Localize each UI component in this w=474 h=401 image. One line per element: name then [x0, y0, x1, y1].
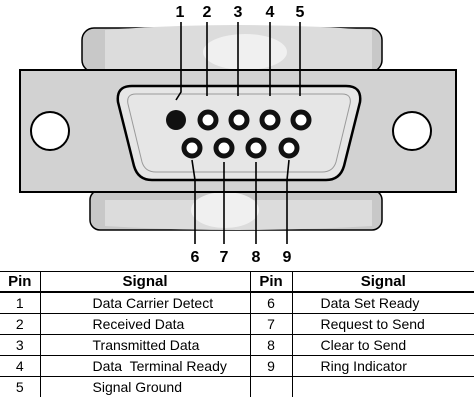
pin-number-cell: 3 — [0, 334, 41, 356]
mounting-hole-right — [392, 111, 432, 151]
pin-number-cell: 5 — [0, 376, 41, 397]
pin-label-9: 9 — [283, 249, 292, 266]
table-row: 1 Data Carrier Detect 6 Data Set Ready — [0, 291, 474, 314]
pin-label-4: 4 — [266, 4, 275, 21]
signal-name-cell: Data Carrier Detect — [39, 291, 251, 314]
pin-number-cell: 1 — [0, 291, 41, 314]
connector-d-shell — [116, 84, 362, 182]
pin-6 — [181, 137, 203, 159]
pin-3 — [228, 109, 250, 131]
pin-number-cell: 6 — [249, 291, 293, 314]
pin-label-2: 2 — [203, 4, 212, 21]
signal-name-cell: Clear to Send — [291, 334, 474, 356]
pin-label-6: 6 — [191, 249, 200, 266]
connector-backshell-top — [81, 25, 383, 73]
pin-labels-bottom: 6 7 8 9 — [191, 249, 292, 266]
pin-label-7: 7 — [220, 249, 229, 266]
signal-name-cell: Request to Send — [291, 313, 474, 335]
signal-name-cell: Signal Ground — [39, 376, 251, 397]
signal-name-cell: Transmitted Data — [39, 334, 251, 356]
pin-number-cell: 7 — [249, 313, 293, 335]
pin-2 — [197, 109, 219, 131]
pin-number-cell: 2 — [0, 313, 41, 335]
header-signal-left: Signal — [39, 271, 251, 293]
pin-4 — [259, 109, 281, 131]
pin-number-cell: 8 — [249, 334, 293, 356]
signal-name-cell: Data Set Ready — [291, 291, 474, 314]
pin-5 — [290, 109, 312, 131]
db9-connector-diagram: 1 2 3 4 5 6 7 8 9 — [19, 4, 457, 266]
pin-number-cell — [249, 376, 293, 397]
header-pin-right: Pin — [249, 271, 293, 293]
pin-label-3: 3 — [234, 4, 243, 21]
pin-1 — [166, 110, 186, 130]
pin-signal-table: Pin Signal Pin Signal 1 Data Carrier Det… — [0, 271, 474, 397]
header-signal-right: Signal — [291, 271, 474, 293]
pin-label-1: 1 — [176, 4, 185, 21]
table-header-row: Pin Signal Pin Signal — [0, 271, 474, 293]
header-pin-left: Pin — [0, 271, 41, 293]
pin-row-bottom — [181, 137, 300, 159]
table-row: 5 Signal Ground — [0, 376, 474, 397]
mounting-hole-left — [30, 111, 70, 151]
pin-label-5: 5 — [296, 4, 305, 21]
signal-name-cell — [291, 376, 474, 397]
connector-backshell-bottom — [89, 189, 383, 231]
pin-row-top — [166, 109, 312, 131]
signal-name-cell: Data Terminal Ready — [39, 355, 251, 377]
pin-number-cell: 4 — [0, 355, 41, 377]
pin-labels-top: 1 2 3 4 5 — [176, 4, 305, 21]
table-row: 4 Data Terminal Ready 9 Ring Indicator — [0, 355, 474, 377]
pin-label-8: 8 — [252, 249, 261, 266]
leader-lines-top — [175, 22, 301, 101]
signal-name-cell: Received Data — [39, 313, 251, 335]
table-row: 3 Transmitted Data 8 Clear to Send — [0, 334, 474, 356]
pin-7 — [213, 137, 235, 159]
leader-lines-bottom — [191, 159, 290, 244]
signal-name-cell: Ring Indicator — [291, 355, 474, 377]
pin-number-cell: 9 — [249, 355, 293, 377]
pin-9 — [278, 137, 300, 159]
table-row: 2 Received Data 7 Request to Send — [0, 313, 474, 335]
pin-8 — [245, 137, 267, 159]
